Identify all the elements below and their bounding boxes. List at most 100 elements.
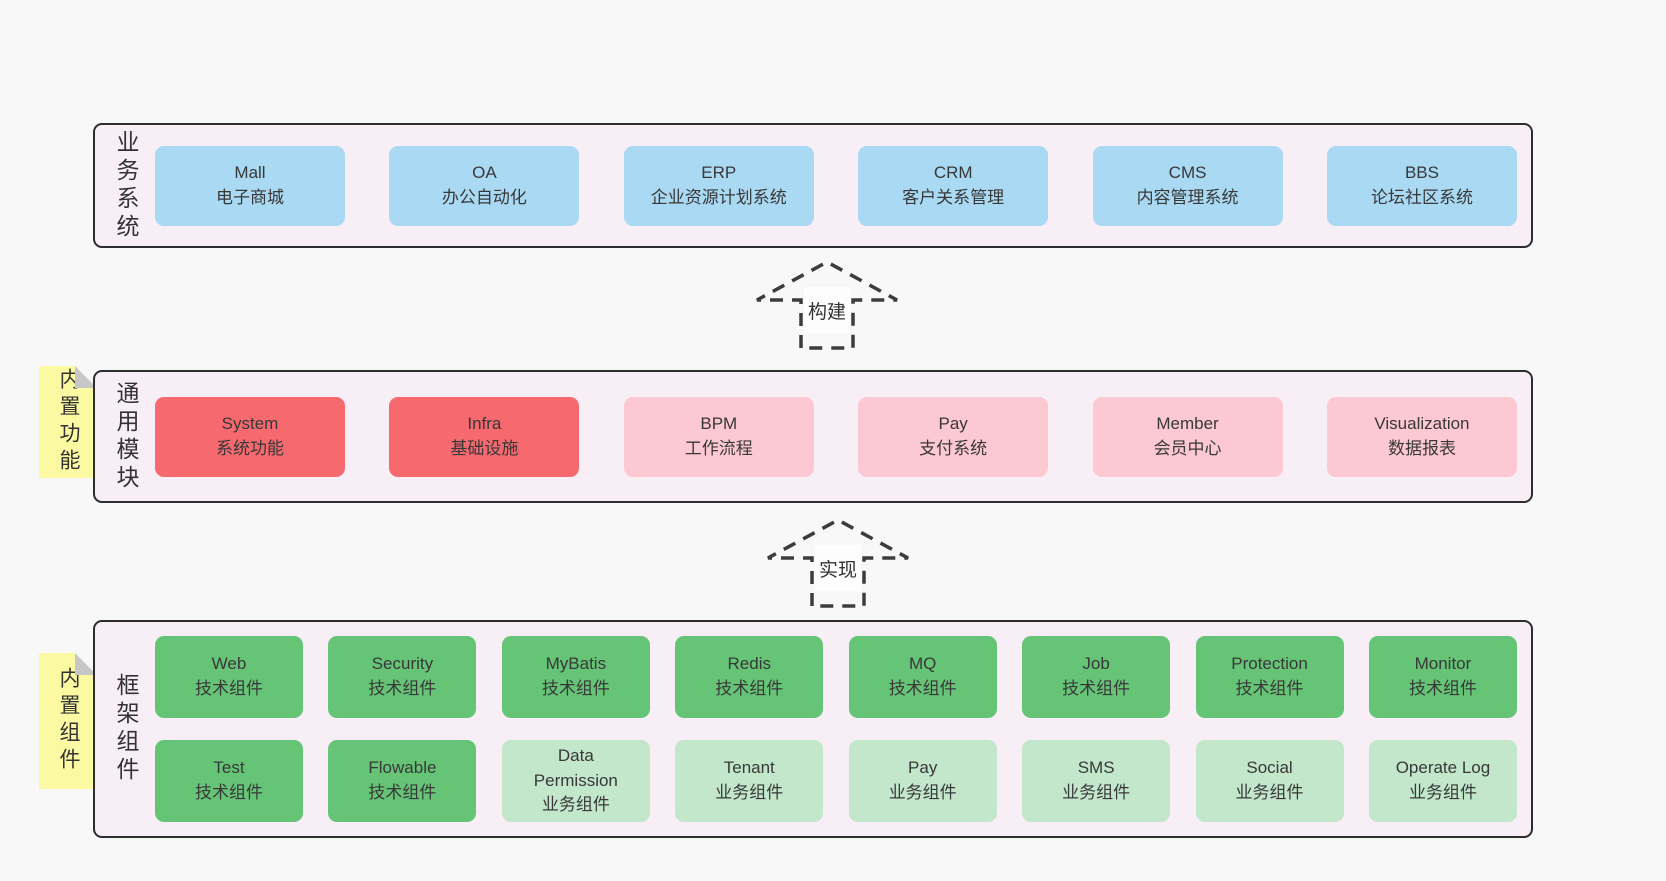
box-title: System (221, 413, 279, 433)
box-title: Protection (1231, 654, 1308, 674)
box-mall: Mall 电子商城 (155, 145, 345, 226)
box-cms: CMS 内容管理系统 (1092, 145, 1283, 226)
dashed-up-arrow-icon (767, 518, 909, 608)
box-title: ERP (701, 162, 737, 182)
box-operate-log: Operate Log 业务组件 (1368, 740, 1517, 822)
box-member: Member 会员中心 (1092, 396, 1283, 477)
box-title: BBS (1404, 162, 1439, 182)
arrow-build-label: 构建 (804, 287, 850, 333)
box-subtitle: 技术组件 (1408, 679, 1477, 698)
box-data-permission: Data Permission 业务组件 (501, 740, 650, 822)
box-title: Redis (727, 654, 771, 674)
box-title: Social (1246, 758, 1293, 778)
box-subtitle: 业务组件 (1062, 783, 1131, 802)
box-tenant: Tenant 业务组件 (675, 740, 824, 822)
box-subtitle: 技术组件 (888, 679, 957, 698)
box-title: OA (472, 162, 497, 182)
box-subtitle: 工作流程 (684, 438, 753, 458)
box-title: Monitor (1414, 654, 1472, 674)
box-subtitle: 数据报表 (1387, 438, 1456, 458)
box-title: CMS (1168, 162, 1207, 182)
band-framework-components: 框架组件 Web 技术组件 Security 技术组件 MyBatis 技术组件… (93, 620, 1533, 838)
box-crm: CRM 客户关系管理 (858, 145, 1049, 226)
dashed-up-arrow-icon (756, 260, 898, 350)
box-title: Data Permission (533, 746, 618, 790)
box-subtitle: 技术组件 (195, 679, 263, 698)
box-subtitle: 技术组件 (1062, 679, 1131, 698)
components-row-1: Web 技术组件 Security 技术组件 MyBatis 技术组件 Redi… (155, 636, 1517, 718)
box-bpm: BPM 工作流程 (623, 396, 814, 477)
band-label-business-systems: 业务系统 (95, 125, 157, 246)
band-label-framework-components: 框架组件 (95, 622, 157, 836)
box-subtitle: 论坛社区系统 (1370, 187, 1473, 207)
box-title: Tenant (723, 758, 775, 778)
box-subtitle: 技术组件 (368, 679, 437, 698)
box-infra: Infra 基础设施 (389, 396, 580, 477)
box-subtitle: 支付系统 (919, 438, 988, 458)
band-label-text: 业务系统 (113, 129, 139, 242)
box-subtitle: 技术组件 (541, 679, 610, 698)
band-business-content: Mall 电子商城 OA 办公自动化 ERP 企业资源计划系统 CRM 客户关系… (155, 125, 1517, 246)
band-business-systems: 业务系统 Mall 电子商城 OA 办公自动化 ERP 企业资源计划系统 CRM… (93, 123, 1533, 248)
box-subtitle: 企业资源计划系统 (650, 187, 787, 207)
box-subtitle: 业务组件 (1235, 783, 1304, 802)
box-title: Test (213, 758, 245, 778)
box-title: Operate Log (1395, 758, 1491, 778)
band-modules-content: System 系统功能 Infra 基础设施 BPM 工作流程 Pay 支付系统… (155, 372, 1517, 501)
sticky-note-label: 内置组件 (57, 667, 80, 775)
band-common-modules: 通用模块 System 系统功能 Infra 基础设施 BPM 工作流程 Pay… (93, 370, 1533, 503)
box-subtitle: 业务组件 (715, 783, 784, 802)
box-monitor: Monitor 技术组件 (1368, 636, 1517, 718)
box-mq: MQ 技术组件 (848, 636, 997, 718)
box-subtitle: 技术组件 (368, 783, 437, 802)
box-subtitle: 办公自动化 (441, 187, 527, 207)
arrow-build: 构建 (747, 260, 907, 352)
box-title: Job (1082, 654, 1110, 674)
band-components-content: Web 技术组件 Security 技术组件 MyBatis 技术组件 Redi… (155, 622, 1517, 836)
band-label-text: 通用模块 (113, 380, 139, 493)
box-subtitle: 业务组件 (1408, 783, 1477, 802)
box-subtitle: 基础设施 (450, 438, 519, 458)
box-subtitle: 电子商城 (216, 187, 284, 207)
box-title: BPM (700, 413, 738, 433)
arrow-implement-label: 实现 (815, 545, 861, 591)
band-label-text: 框架组件 (113, 673, 139, 785)
box-subtitle: 业务组件 (888, 783, 957, 802)
box-subtitle: 系统功能 (216, 438, 284, 458)
arrow-implement: 实现 (758, 518, 918, 610)
box-pay-component: Pay 业务组件 (848, 740, 997, 822)
box-title: Member (1156, 413, 1219, 433)
box-title: Visualization (1374, 413, 1470, 433)
box-mybatis: MyBatis 技术组件 (501, 636, 650, 718)
box-title: CRM (933, 162, 973, 182)
box-title: Pay (908, 758, 938, 778)
box-subtitle: 技术组件 (1235, 679, 1304, 698)
box-social: Social 业务组件 (1195, 740, 1344, 822)
box-erp: ERP 企业资源计划系统 (623, 145, 814, 226)
box-visualization: Visualization 数据报表 (1326, 396, 1517, 477)
box-title: Pay (938, 413, 968, 433)
box-pay-module: Pay 支付系统 (858, 396, 1049, 477)
box-security: Security 技术组件 (328, 636, 477, 718)
box-title: MQ (908, 654, 937, 674)
box-title: Flowable (368, 758, 437, 778)
box-job: Job 技术组件 (1022, 636, 1171, 718)
box-subtitle: 客户关系管理 (902, 187, 1005, 207)
box-redis: Redis 技术组件 (675, 636, 824, 718)
box-system: System 系统功能 (155, 396, 345, 477)
box-subtitle: 技术组件 (715, 679, 784, 698)
box-protection: Protection 技术组件 (1195, 636, 1344, 718)
box-title: Security (371, 654, 434, 674)
box-test: Test 技术组件 (155, 740, 303, 822)
box-title: Mall (234, 162, 266, 182)
band-label-common-modules: 通用模块 (95, 372, 157, 501)
box-subtitle: 业务组件 (541, 795, 610, 815)
sticky-note-label: 内置功能 (57, 368, 80, 476)
box-subtitle: 技术组件 (195, 783, 263, 802)
box-sms: SMS 业务组件 (1022, 740, 1171, 822)
box-title: Web (211, 654, 247, 674)
box-oa: OA 办公自动化 (389, 145, 580, 226)
box-bbs: BBS 论坛社区系统 (1326, 145, 1517, 226)
box-subtitle: 会员中心 (1153, 438, 1222, 458)
box-subtitle: 内容管理系统 (1136, 187, 1239, 207)
